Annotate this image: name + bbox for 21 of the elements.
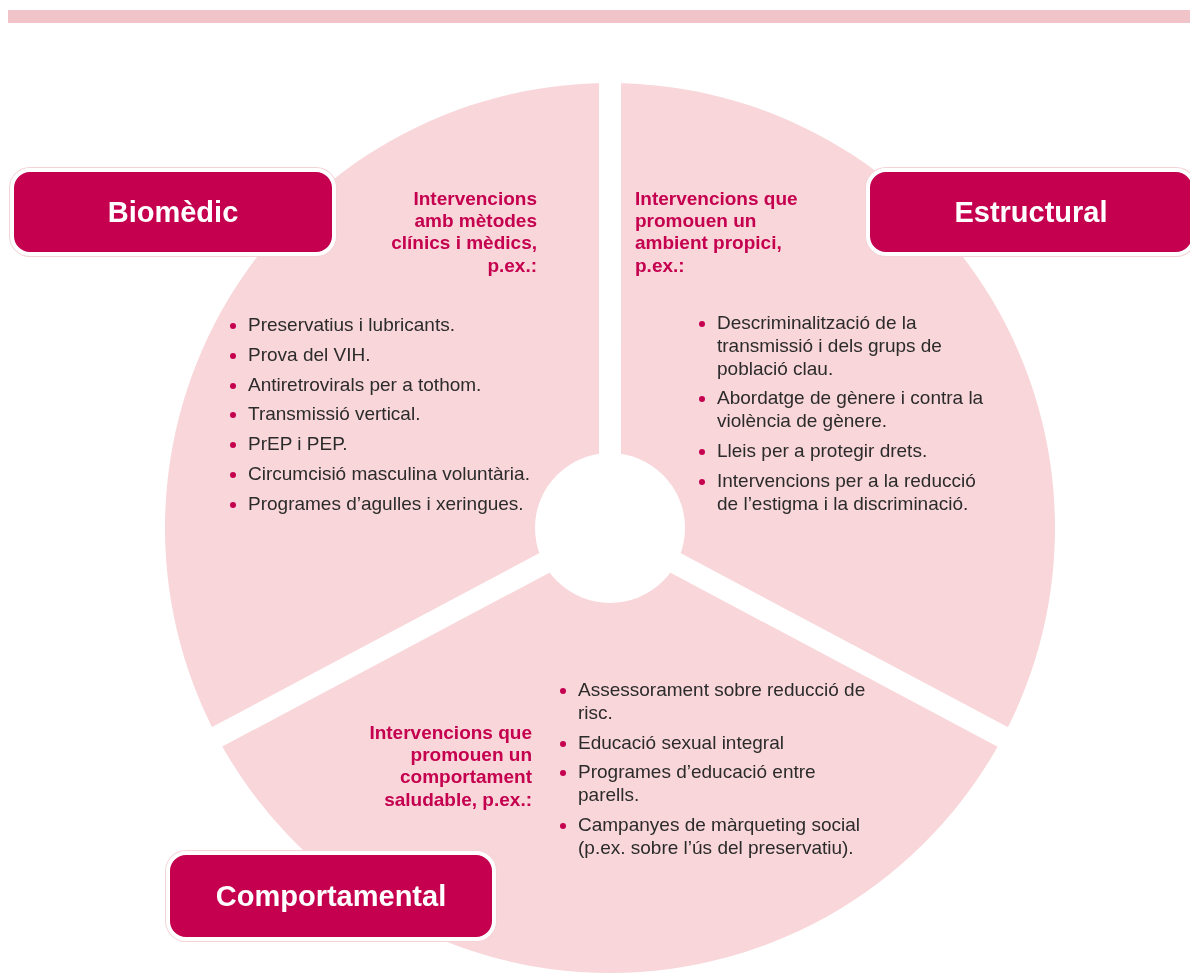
bullet-text: Prova del VIH.	[248, 343, 371, 365]
bullet-text: Lleis per a protegir drets.	[717, 440, 928, 461]
bullet-text: Intervencions per a la reducció de l’estigma i la discriminació.	[717, 469, 976, 514]
bullet-text: Campanyes de màrqueting social (p.ex. sobre l’ús del preservatiu).	[578, 814, 860, 858]
bullet-text: Preservatius i lubricants.	[248, 314, 455, 335]
bullet-text: PrEP i PEP.	[248, 433, 348, 455]
category-label: Estructural	[866, 168, 1190, 256]
sector-heading: Intervencions que promouen un comportament saludable, p.ex.:	[368, 722, 532, 811]
bullet-text: Programes d’educació entre parells.	[578, 761, 816, 806]
bullet-text: Educació sexual integral	[578, 731, 784, 753]
sector-heading: Intervencions que promouen un ambient propici, p.ex.:	[635, 188, 799, 277]
category-label: Biomèdic	[10, 168, 336, 256]
bullet-text: Abordatge de gènere i contra la violència de gènere.	[717, 387, 984, 432]
bullet-text: Assessorament sobre reducció de risc.	[578, 679, 866, 723]
category-label: Comportamental	[166, 851, 496, 941]
bullet-text: Antiretrovirals per a tothom.	[248, 373, 482, 395]
bullet-text: Programes d’agulles i xeringues.	[248, 492, 524, 514]
bullet-text: Transmissió vertical.	[248, 403, 421, 425]
bullet-text: Descriminalització de la transmissió i dels grups de població clau.	[717, 312, 942, 379]
sector-heading: Intervencions amb mètodes clínics i mèdics, p.ex.:	[390, 188, 537, 277]
bullet-text: Circumcisió masculina voluntària.	[248, 463, 530, 484]
